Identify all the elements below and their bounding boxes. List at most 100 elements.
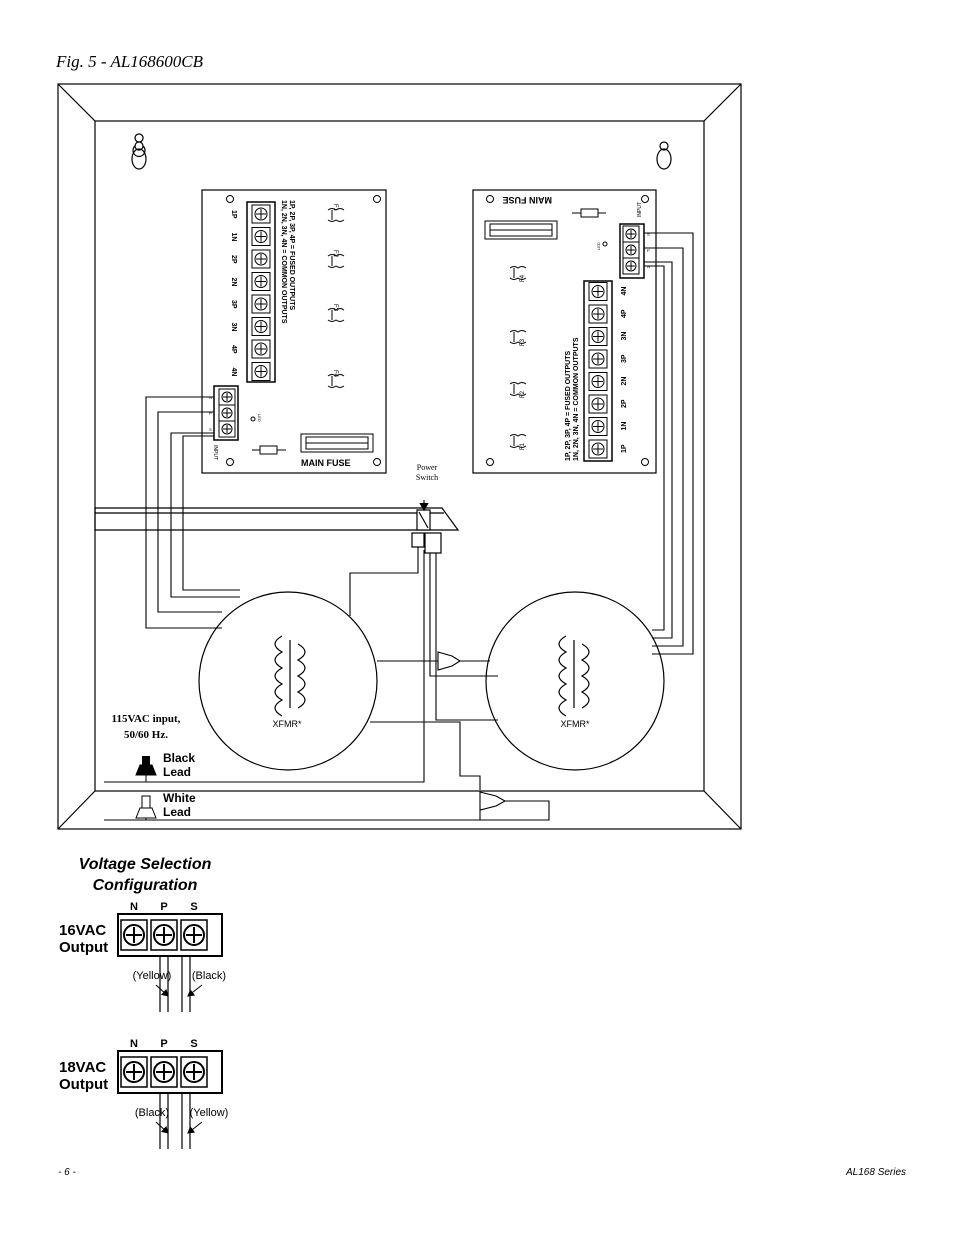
right-board-input-screw [622, 241, 640, 259]
mounting-keyhole-right [656, 141, 672, 170]
voltage-config-label-1: 18VAC [59, 1059, 106, 1076]
voltage-config-terminal-label: N [130, 901, 138, 913]
voltage-config-terminal-label: S [190, 901, 197, 913]
transformer-right-label: XFMR* [561, 719, 590, 729]
left-board-terminal-screw [251, 227, 271, 246]
voltage-config-wires [159, 956, 191, 1012]
voltage-config-screw [120, 1056, 148, 1088]
left-board-fuse [327, 308, 345, 322]
left-board-terminal-label: 1P [230, 210, 237, 219]
wiring [104, 232, 694, 821]
right-board-led-label: LED [596, 242, 601, 250]
right-board-terminal-label: 3N [621, 332, 628, 341]
left-board-terminal-screw [251, 294, 271, 314]
page-number: - 6 - [58, 1167, 76, 1178]
right-board-fuse-label: F1 [520, 442, 526, 450]
left-board-fuse-label: F3 [332, 304, 338, 312]
voltage-config-screw [180, 1056, 208, 1088]
input-note-1: 115VAC input, [112, 713, 181, 725]
left-board-terminal-label: 3N [230, 323, 237, 332]
mounting-keyhole-left [131, 133, 147, 170]
right-board-terminal-screw [588, 282, 608, 301]
left-board-input-screw [218, 420, 236, 438]
right-board-fuse [509, 382, 527, 396]
voltage-config-wires [159, 1093, 191, 1149]
right-board-main-fuse-label: MAIN FUSE [503, 195, 553, 205]
enclosure [57, 83, 742, 830]
left-board-fuse-label: F1 [332, 204, 338, 212]
voltage-config-wire-right: (Yellow) [190, 1107, 229, 1119]
right-board-terminal-screw [588, 417, 608, 436]
right-board-input-label: INPUT [637, 202, 643, 217]
left-board-terminal-screw [251, 204, 271, 224]
left-board-terminal-label: 1N [230, 233, 237, 242]
white-lead-label-1: White [163, 791, 196, 805]
figure-title: Fig. 5 - AL168600CB [56, 52, 204, 71]
voltage-config-arrow [187, 1121, 203, 1134]
power-switch-label-1: Power [417, 463, 438, 472]
right-board-main-fuse [484, 220, 558, 240]
left-board-led-label: LED [257, 414, 262, 422]
voltage-config-arrow [155, 984, 169, 997]
right-board-terminal-screw [588, 372, 608, 391]
right-board-terminal-screw [588, 349, 608, 369]
left-board-terminal-screw [251, 249, 271, 269]
left-board-fuse [327, 374, 345, 388]
voltage-config-label-2: Output [59, 939, 108, 956]
left-board-terminal-screw [251, 272, 271, 291]
black-lead-label-1: Black [163, 751, 195, 765]
left-board-input-terminal-label: P [209, 411, 212, 416]
voltage-config-label-1: 16VAC [59, 922, 106, 939]
right-board-terminal-screw [588, 439, 608, 459]
right-board-legend-1: 1P, 2P, 3P, 4P = FUSED OUTPUTS [565, 350, 572, 461]
right-board-terminal-label: 2N [621, 377, 628, 386]
voltage-config-label-2: Output [59, 1076, 108, 1093]
left-board-terminal-screw [251, 339, 271, 359]
left-board-input-screw [218, 388, 236, 406]
left-board-main-fuse [300, 433, 374, 453]
left-board-terminal-label: 3P [230, 300, 237, 309]
right-board-terminal-label: 1N [621, 422, 628, 431]
left-board-input-label: INPUT [212, 445, 218, 460]
left-board-fuse [327, 254, 345, 268]
right-board-terminal-screw [588, 327, 608, 346]
right-board-input-screw [622, 225, 640, 243]
switch-bracket [94, 500, 460, 554]
right-board-fuse-label: F3 [520, 338, 526, 346]
left-board-legend-2: 1N, 2N, 3N, 4N = COMMON OUTPUTS [280, 200, 287, 324]
right-board-input-terminal-label: S [647, 232, 650, 237]
transformer-left [198, 591, 378, 771]
left-board-legend-1: 1P, 2P, 3P, 4P = FUSED OUTPUTS [288, 200, 295, 311]
left-board-terminal-label: 4P [230, 345, 237, 354]
left-board-terminal-label: 4N [230, 368, 237, 377]
black-lead-label-2: Lead [163, 765, 191, 779]
left-board-terminal-label: 2P [230, 255, 237, 264]
voltage-config-wire-left: (Black) [135, 1107, 169, 1119]
left-board-input-screw [218, 404, 236, 422]
voltage-config-screw [120, 919, 148, 951]
right-board-input-terminal-label: P [647, 248, 650, 253]
left-board-fuse [327, 208, 345, 222]
left-board-main-fuse-label: MAIN FUSE [301, 458, 351, 468]
voltage-config-arrow [155, 1121, 169, 1134]
input-note-2: 50/60 Hz. [124, 729, 168, 741]
left-board-fuse-label: F4 [332, 370, 338, 378]
voltage-config-screw [180, 919, 208, 951]
transformer-right [485, 591, 665, 771]
right-board-terminal-screw [588, 304, 608, 324]
voltage-config-screw [150, 1056, 178, 1088]
right-board-fuse-label: F4 [520, 274, 526, 282]
voltage-config-wire-right: (Black) [192, 970, 226, 982]
voltage-config-terminal-label: S [190, 1038, 197, 1050]
right-board-fuse [509, 266, 527, 280]
voltage-config-terminal-label: P [160, 901, 167, 913]
white-lead-connector [135, 795, 157, 820]
voltage-config-wire-left: (Yellow) [133, 970, 172, 982]
left-board-terminal-screw [251, 362, 271, 381]
right-board-fuse-label: F2 [520, 390, 526, 398]
right-board-resistor [572, 208, 606, 218]
right-board-terminal-label: 2P [621, 399, 628, 408]
